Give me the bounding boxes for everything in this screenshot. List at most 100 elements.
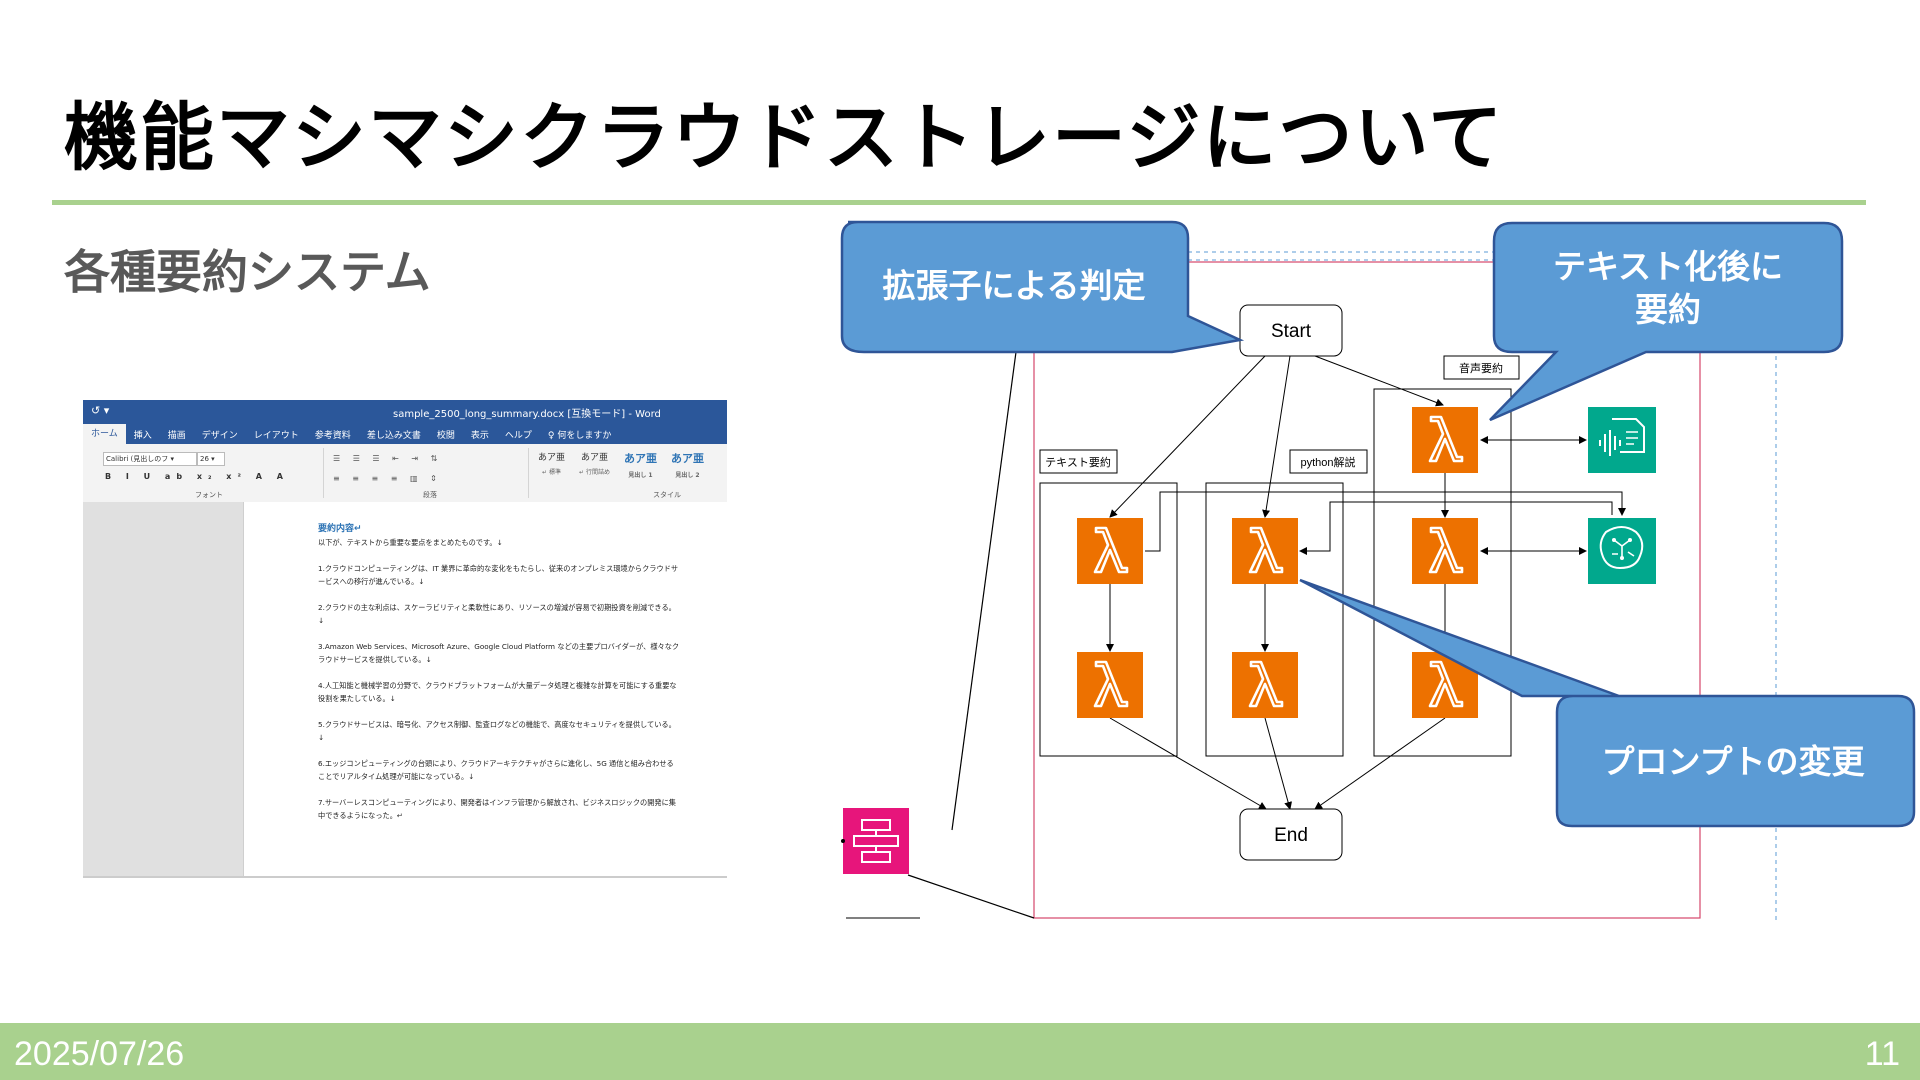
callout-extension-text: 拡張子による判定 bbox=[882, 266, 1145, 305]
group-label-box bbox=[1289, 449, 1368, 474]
flow-arrow bbox=[1264, 717, 1293, 810]
doc-item: 2.クラウドの主な利点は、スケーラビリティと柔軟性にあり、リソースの増減が容易で… bbox=[318, 603, 676, 625]
ribbon-separator bbox=[528, 448, 529, 498]
state-machine-boundary bbox=[1033, 261, 1701, 919]
flow-arrow bbox=[1145, 491, 1626, 552]
style-sample: あア亜 bbox=[538, 453, 566, 463]
lambda-icon bbox=[1410, 405, 1480, 475]
tab-review[interactable]: 校閲 bbox=[436, 430, 455, 441]
doc-item: 1.クラウドコンピューティングは、IT 業界に革命的な変化をもたらし、従来のオン… bbox=[318, 564, 679, 586]
callout-prompt-text: プロンプトの変更 bbox=[1601, 742, 1865, 781]
word-document-page[interactable]: 要約内容↵ 以下が、テキストから重要な要点をまとめたものです。↓ 1.クラウドコ… bbox=[244, 502, 727, 876]
slide-footer: 2025/07/26 11 bbox=[0, 1023, 1920, 1080]
lambda-icon bbox=[1075, 650, 1145, 720]
style-name: ↵ 標準 bbox=[542, 469, 561, 476]
doc-item: 3.Amazon Web Services、Microsoft Azure、Go… bbox=[318, 642, 680, 664]
style-no-spacing[interactable]: あア亜 ↵ 行間詰め bbox=[579, 450, 610, 479]
ribbon-separator bbox=[323, 448, 324, 498]
paragraph-align-buttons[interactable]: ≡ ≡ ≡ ≡ ▥ ⇕ bbox=[333, 474, 442, 483]
page-number: 11 bbox=[1864, 1035, 1900, 1073]
end-node bbox=[1239, 808, 1343, 861]
flow-arrow bbox=[1314, 717, 1446, 810]
doc-item: 5.クラウドサービスは、暗号化、アクセス制御、監査ログなどの機能で、高度なセキュ… bbox=[318, 720, 676, 742]
doc-heading: 要約内容↵ bbox=[318, 524, 362, 534]
group-label-text-summary: テキスト要約 bbox=[1045, 455, 1111, 469]
start-node bbox=[1239, 304, 1343, 357]
group-label-font: フォント bbox=[195, 491, 223, 499]
tell-me-search[interactable]: ♀ 何をしますか bbox=[547, 430, 612, 441]
title-rule bbox=[52, 200, 1866, 205]
bedrock-icon bbox=[1588, 518, 1656, 584]
style-heading-2[interactable]: あア亜見出し 2 bbox=[671, 450, 704, 479]
tab-layout[interactable]: レイアウト bbox=[253, 430, 299, 441]
step-functions-icon bbox=[843, 808, 909, 874]
end-label: End bbox=[1274, 825, 1308, 846]
group-label-box bbox=[1443, 355, 1520, 380]
group-box-audio-summary bbox=[1373, 388, 1512, 757]
flow-arrow bbox=[1314, 355, 1444, 407]
slide-title: 機能マシマシクラウドストレージについて bbox=[64, 95, 1505, 181]
tab-home[interactable]: ホーム bbox=[83, 424, 126, 444]
font-format-buttons[interactable]: B I U ab x₂ x² A A bbox=[105, 472, 289, 481]
group-label-paragraph: 段落 bbox=[423, 491, 437, 499]
style-gallery: あア亜 ↵ 標準 あア亜 ↵ 行間詰め あア亜見出し 1 あア亜見出し 2 bbox=[538, 450, 704, 479]
style-normal[interactable]: あア亜 ↵ 標準 bbox=[538, 450, 565, 479]
group-label-audio: 音声要約 bbox=[1459, 361, 1503, 375]
zoom-guide-line bbox=[951, 351, 1017, 831]
quick-access-toolbar[interactable]: ↺ ▾ bbox=[91, 404, 110, 417]
style-sample: あア亜 bbox=[580, 453, 608, 463]
callout-summary-line2: 要約 bbox=[1635, 290, 1701, 329]
tab-insert[interactable]: 挿入 bbox=[133, 430, 152, 441]
start-label: Start bbox=[1271, 321, 1312, 342]
connector-dot bbox=[841, 839, 845, 843]
word-ribbon-tabs: ホーム 挿入 描画 デザイン レイアウト 参考資料 差し込み文書 校閲 表示 ヘ… bbox=[83, 424, 727, 444]
tab-references[interactable]: 参考資料 bbox=[314, 430, 351, 441]
callout-extension: 拡張子による判定 bbox=[840, 220, 1245, 354]
flow-arrow bbox=[1109, 717, 1267, 810]
style-name: ↵ 行間詰め bbox=[579, 469, 610, 476]
slide-subtitle: 各種要約システム bbox=[64, 245, 431, 299]
word-titlebar: ↺ ▾ sample_2500_long_summary.docx [互換モード… bbox=[83, 400, 727, 424]
tab-mailings[interactable]: 差し込み文書 bbox=[366, 430, 421, 441]
tab-help[interactable]: ヘルプ bbox=[504, 430, 532, 441]
word-window-title: sample_2500_long_summary.docx [互換モード] - … bbox=[393, 409, 661, 420]
doc-item: 6.エッジコンピューティングの台頭により、クラウドアーキテクチャがさらに進化し、… bbox=[318, 759, 674, 781]
lambda-icon bbox=[1410, 516, 1480, 586]
style-name: 見出し 1 bbox=[628, 472, 653, 479]
paragraph-list-buttons[interactable]: ☰ ☰ ☰ ⇤ ⇥ ⇅ bbox=[333, 454, 443, 463]
lambda-icon bbox=[1230, 650, 1300, 720]
tab-view[interactable]: 表示 bbox=[470, 430, 489, 441]
group-box-text-summary bbox=[1039, 482, 1178, 757]
style-sample: あア亜 bbox=[623, 452, 657, 465]
word-screenshot: ↺ ▾ sample_2500_long_summary.docx [互換モード… bbox=[83, 400, 727, 878]
zoom-guide-line bbox=[907, 874, 1035, 919]
style-heading-1[interactable]: あア亜見出し 1 bbox=[624, 450, 657, 479]
group-label-style: スタイル bbox=[653, 491, 681, 499]
document-body: 要約内容↵ 以下が、テキストから重要な要点をまとめたものです。↓ 1.クラウドコ… bbox=[318, 522, 680, 822]
callout-text-summary: テキスト化後に 要約 bbox=[1489, 221, 1844, 422]
flow-arrow bbox=[1109, 355, 1266, 518]
doc-intro: 以下が、テキストから重要な要点をまとめたものです。↓ bbox=[318, 538, 503, 547]
style-sample: あア亜 bbox=[670, 452, 704, 465]
lambda-icon bbox=[1075, 516, 1145, 586]
doc-item: 7.サーバーレスコンピューティングにより、開発者はインフラ管理から解放され、ビジ… bbox=[318, 798, 676, 820]
flow-arrow bbox=[1262, 355, 1291, 518]
word-left-margin bbox=[83, 502, 244, 876]
group-label-python: python解説 bbox=[1300, 455, 1355, 469]
style-name: 見出し 2 bbox=[675, 472, 700, 479]
transcribe-icon bbox=[1588, 407, 1656, 473]
flow-arrow bbox=[1299, 501, 1613, 555]
callout-summary-line1: テキスト化後に bbox=[1553, 247, 1783, 286]
doc-item: 4.人工知能と機械学習の分野で、クラウドプラットフォームが大量データ処理と複雑な… bbox=[318, 681, 677, 703]
tab-draw[interactable]: 描画 bbox=[167, 430, 186, 441]
font-name-select[interactable]: Calibri (見出しのフ ▾ bbox=[103, 452, 197, 466]
group-box-python bbox=[1205, 482, 1344, 757]
footer-date: 2025/07/26 bbox=[14, 1035, 185, 1073]
group-label-box bbox=[1039, 449, 1118, 474]
architecture-diagram: テキスト要約 python解説 音声要約 Start End bbox=[840, 220, 1916, 920]
font-size-select[interactable]: 26 ▾ bbox=[197, 452, 225, 466]
tab-design[interactable]: デザイン bbox=[201, 430, 238, 441]
word-ribbon: Calibri (見出しのフ ▾ 26 ▾ B I U ab x₂ x² A A… bbox=[83, 444, 727, 503]
lambda-icon bbox=[1230, 516, 1300, 586]
callout-prompt: プロンプトの変更 bbox=[1299, 578, 1916, 828]
